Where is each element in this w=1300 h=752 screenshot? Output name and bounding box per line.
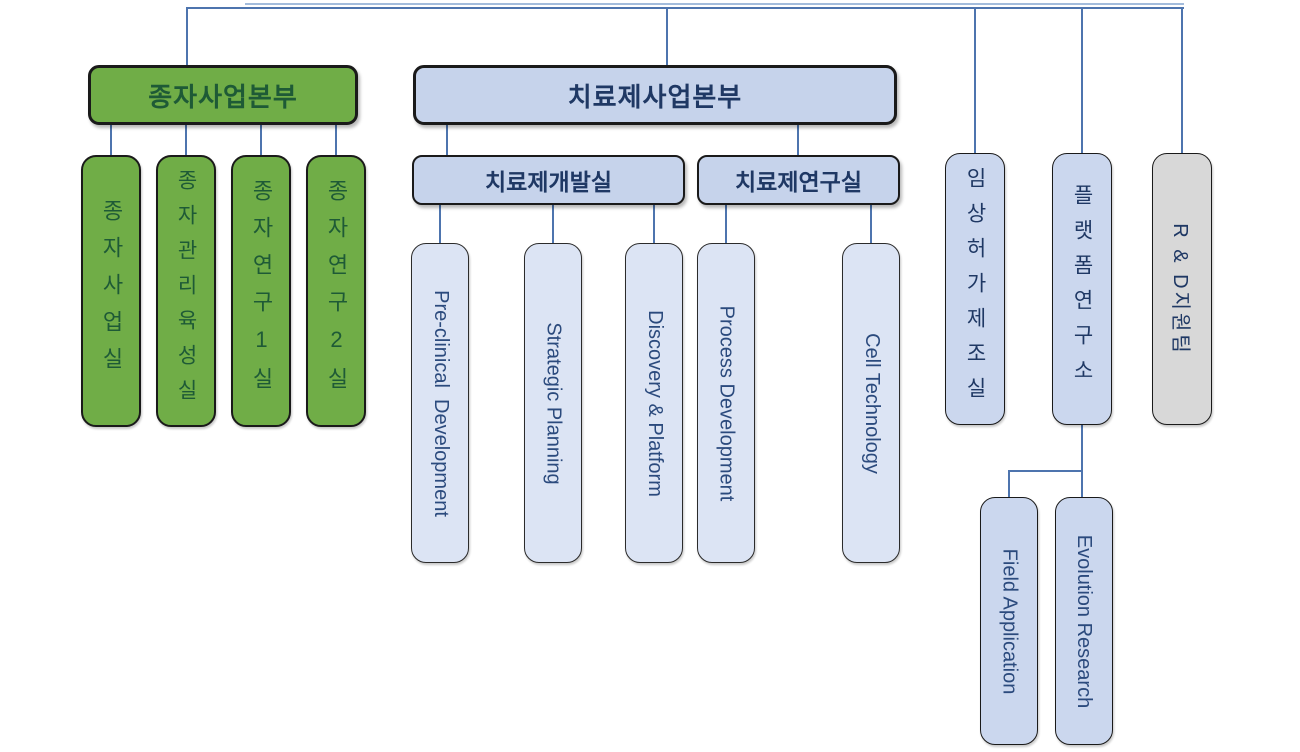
connector — [1008, 470, 1083, 472]
connector — [653, 205, 655, 243]
preclinical-development-label: Pre-clinical Development — [429, 289, 452, 517]
field-application-label: Field Application — [998, 548, 1021, 694]
cell-technology-label: Cell Technology — [860, 332, 883, 474]
connector-drop-seed — [186, 7, 188, 65]
process-development-box: Process Development — [697, 243, 755, 563]
connector-drop-platform — [1081, 7, 1083, 153]
seed-research1-office-box: 종자연구1실 — [231, 155, 291, 427]
seed-research2-office-box: 종자연구2실 — [306, 155, 366, 427]
therapeutics-division-title: 치료제사업본부 — [567, 81, 743, 112]
connector — [260, 125, 262, 155]
process-development-label: Process Development — [715, 305, 738, 501]
connector-drop-thera — [666, 7, 668, 65]
strategic-planning-box: Strategic Planning — [524, 243, 582, 563]
rnd-support-team-label: R & D지원팀 — [1168, 222, 1191, 356]
strategic-planning-label: Strategic Planning — [542, 321, 565, 485]
discovery-platform-box: Discovery & Platform — [625, 243, 683, 563]
connector — [110, 125, 112, 155]
platform-institute-box: 플랫폼연구소 — [1052, 153, 1112, 425]
clinical-manufacturing-box: 임상허가제조실 — [945, 153, 1005, 425]
seed-business-office-label: 종자사업실 — [99, 198, 124, 384]
seed-research1-office-label: 종자연구1실 — [249, 178, 274, 404]
clinical-manufacturing-label: 임상허가제조실 — [963, 166, 987, 412]
connector — [1081, 425, 1083, 497]
connector — [725, 205, 727, 243]
therapeutics-development-office-box: 치료제개발실 — [412, 155, 685, 205]
discovery-platform-label: Discovery & Platform — [643, 309, 666, 497]
seed-management-office-box: 종자관리육성실 — [156, 155, 216, 427]
therapeutics-research-office-title: 치료제연구실 — [735, 169, 862, 195]
evolution-research-label: Evolution Research — [1073, 534, 1096, 708]
seed-research2-office-label: 종자연구2실 — [324, 178, 349, 404]
seed-division-title: 종자사업본부 — [148, 81, 298, 112]
connector-drop-clinical — [974, 7, 976, 153]
evolution-research-box: Evolution Research — [1055, 497, 1113, 745]
connector — [446, 125, 448, 155]
therapeutics-development-office-title: 치료제개발실 — [485, 169, 612, 195]
preclinical-development-box: Pre-clinical Development — [411, 243, 469, 563]
connector — [870, 205, 872, 243]
connector — [552, 205, 554, 243]
field-application-box: Field Application — [980, 497, 1038, 745]
seed-management-office-label: 종자관리육성실 — [174, 168, 198, 414]
connector-drop-rnd — [1181, 7, 1183, 153]
connector-top-light — [245, 3, 1184, 5]
seed-business-office-box: 종자사업실 — [81, 155, 141, 427]
rnd-support-team-box: R & D지원팀 — [1152, 153, 1212, 425]
connector — [439, 205, 441, 243]
connector — [1008, 470, 1010, 497]
connector — [335, 125, 337, 155]
therapeutics-research-office-box: 치료제연구실 — [697, 155, 900, 205]
seed-division-box: 종자사업본부 — [88, 65, 358, 125]
therapeutics-division-box: 치료제사업본부 — [413, 65, 897, 125]
connector-top — [186, 7, 1184, 9]
platform-institute-label: 플랫폼연구소 — [1070, 184, 1094, 394]
cell-technology-box: Cell Technology — [842, 243, 900, 563]
connector — [185, 125, 187, 155]
connector — [797, 125, 799, 155]
